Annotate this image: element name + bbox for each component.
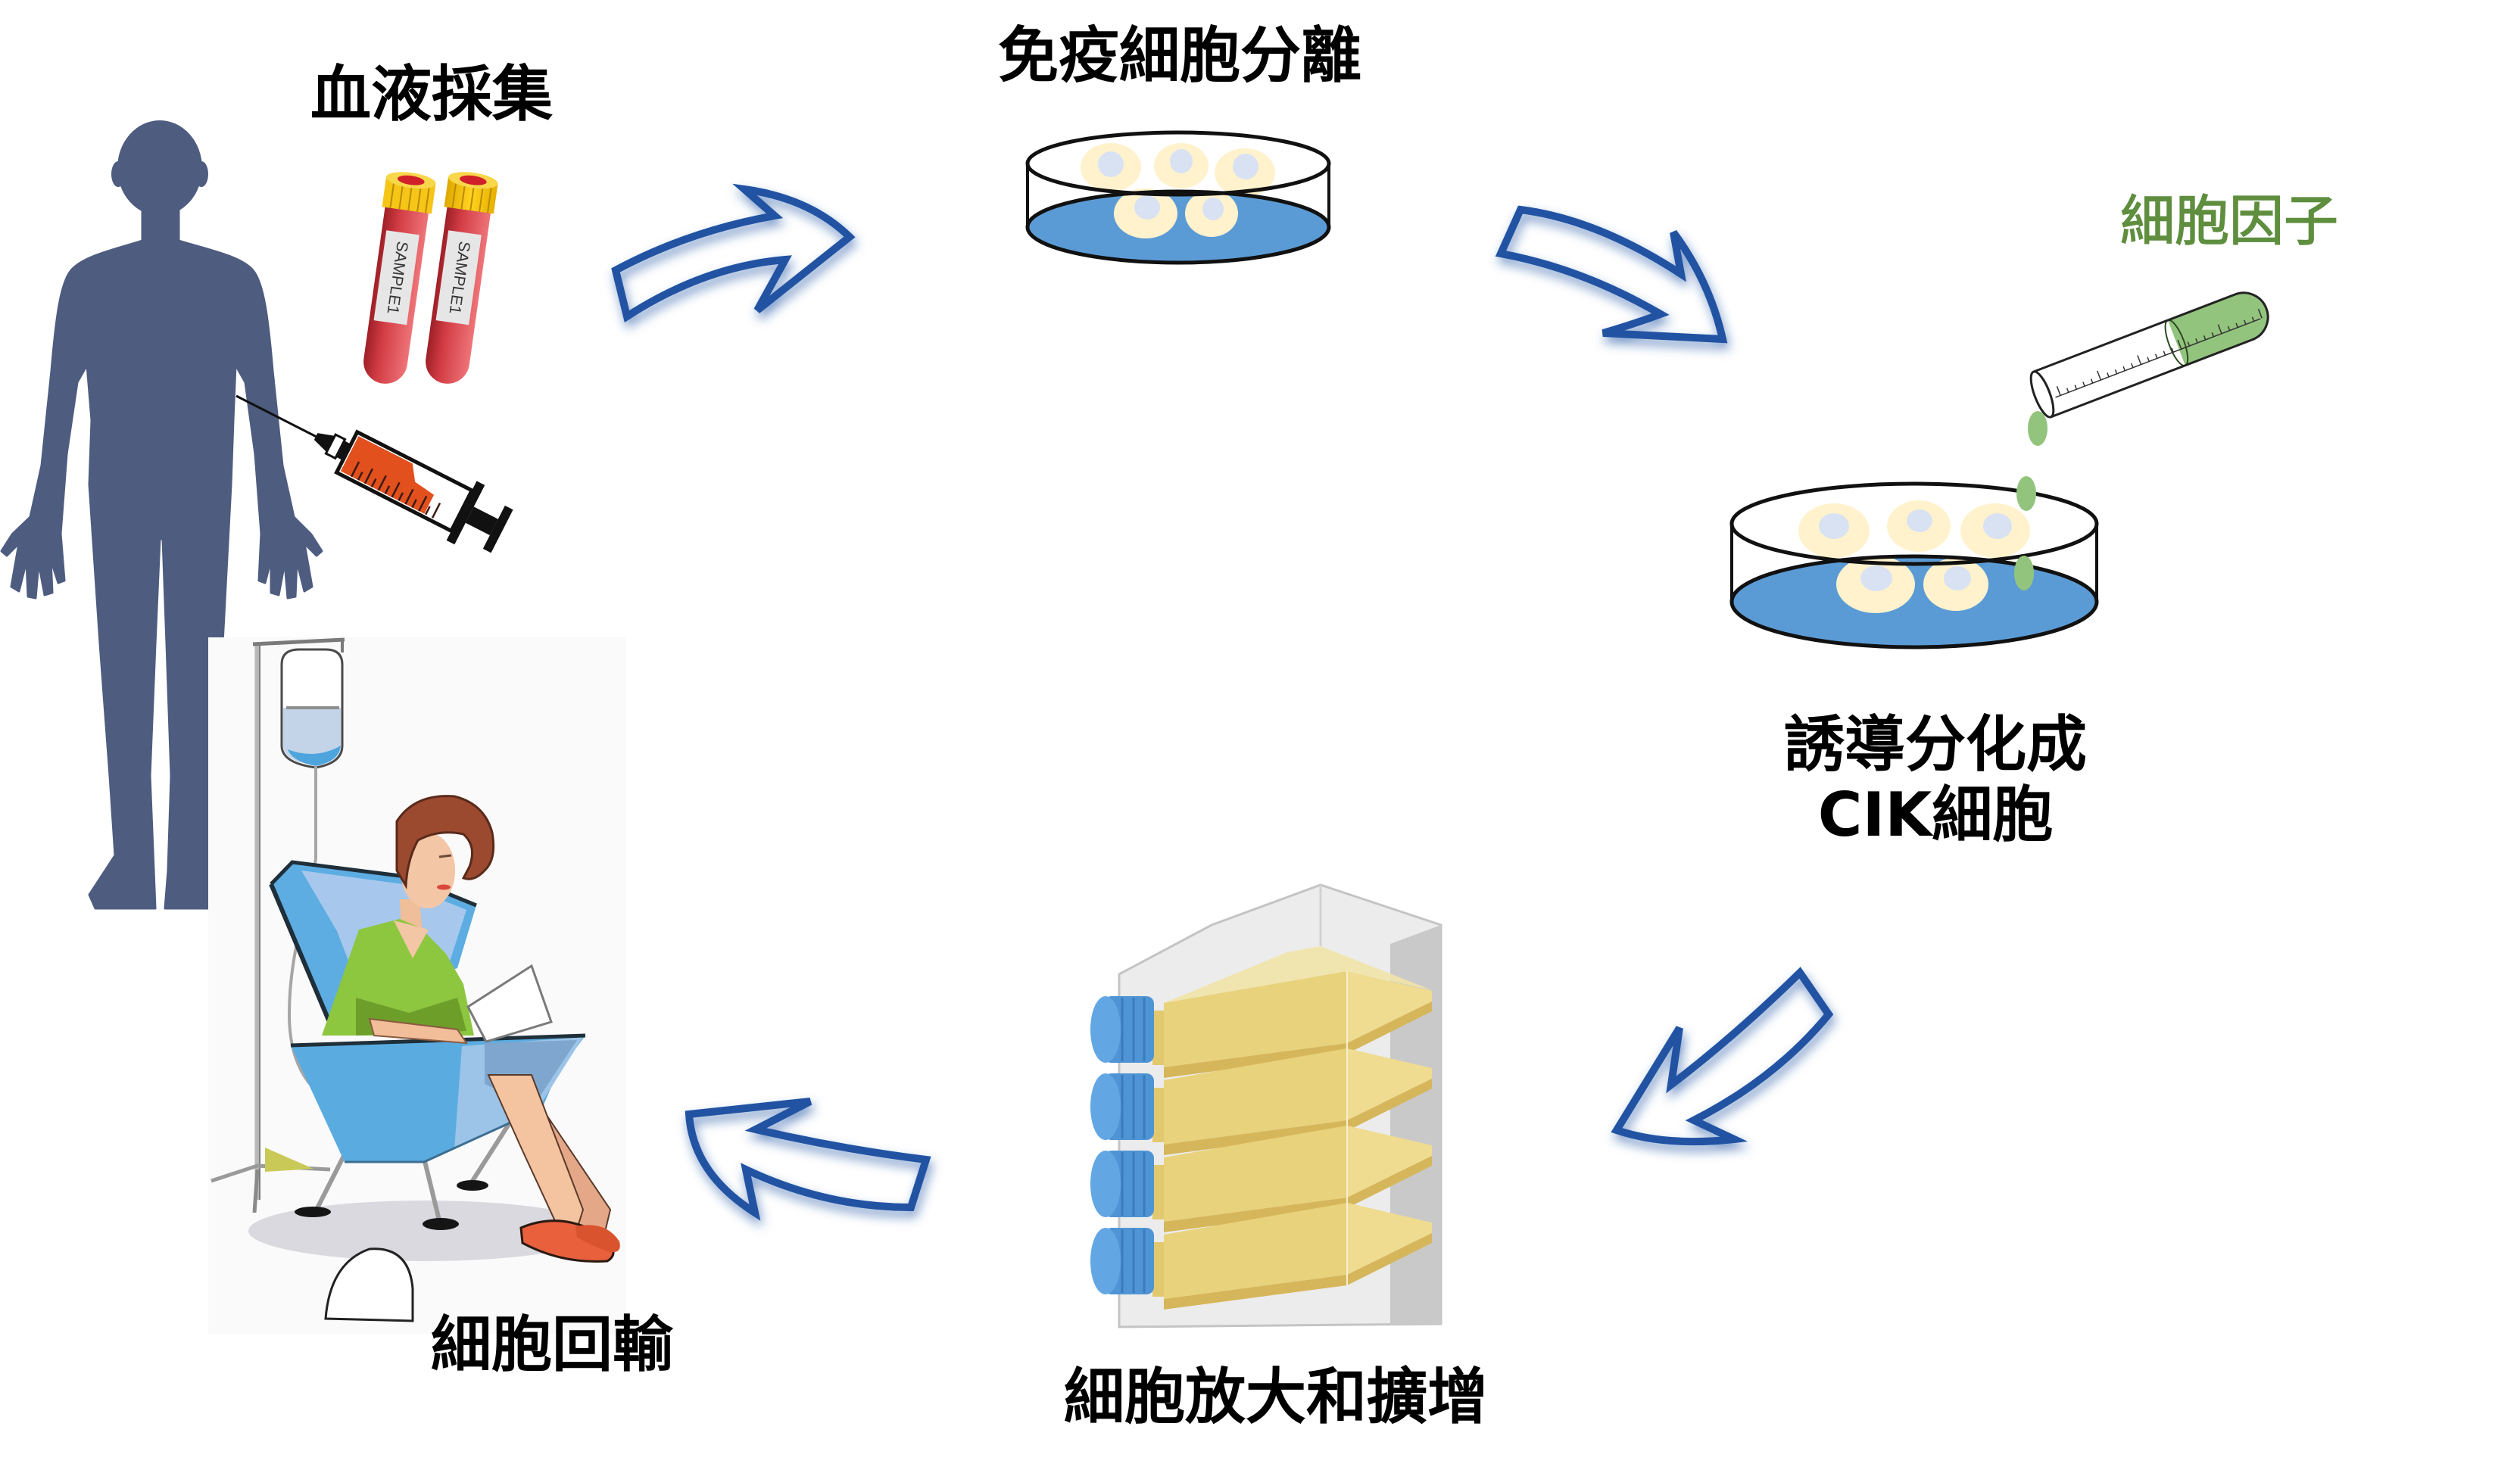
- culture-flask: [1152, 1048, 1432, 1155]
- woman-shoe: [575, 1225, 620, 1253]
- iv-pole-icon: [211, 637, 345, 1213]
- scale-tick: [2171, 347, 2174, 353]
- cell: [1185, 190, 1238, 237]
- scale-tick: [2244, 319, 2247, 325]
- scale-tick: [2147, 357, 2150, 362]
- scale-tick: [2090, 378, 2094, 384]
- step-label-cell-reinfusion: 細胞回輸: [431, 1310, 673, 1380]
- scale-tick: [351, 461, 360, 478]
- reading-paper: [466, 964, 553, 1043]
- scale-tick: [2251, 316, 2255, 322]
- scale-tick: [2154, 354, 2158, 359]
- cell: [1923, 558, 1988, 611]
- scale-tick: [384, 485, 391, 494]
- scale-tick: [2257, 308, 2263, 319]
- cell: [1081, 143, 1141, 192]
- scale-tick: [411, 499, 417, 509]
- culture-flask: [1152, 1126, 1432, 1232]
- tube-label-band: [373, 230, 419, 325]
- step-label-immune-cell-isolation: 免疫細胞分離: [998, 20, 1361, 91]
- pouf: [324, 1247, 414, 1322]
- chair-legs: [314, 1123, 511, 1221]
- cytokine-drop-icon: [2014, 411, 2048, 590]
- scale-tick: [370, 478, 377, 487]
- culture-flask-stack-icon: [1090, 883, 1442, 1328]
- tube-scale: [2055, 308, 2263, 398]
- tube-label-band: [435, 230, 482, 325]
- woman-forearm: [368, 1017, 468, 1045]
- cell: [1887, 500, 1951, 552]
- cell: [1215, 148, 1275, 197]
- flask-cap: [1090, 1073, 1154, 1140]
- cell: [1960, 503, 2030, 558]
- flow-arrow-3: [1611, 967, 1834, 1146]
- flask-cap: [1090, 996, 1154, 1063]
- scale-tick: [2114, 369, 2118, 375]
- scale-tick: [363, 468, 374, 484]
- scale-tick: [2163, 350, 2166, 356]
- culture-medium: [1732, 556, 2097, 647]
- cell: [1798, 503, 1870, 558]
- scale-tick: [377, 475, 387, 491]
- floor-shadow: [248, 1201, 603, 1261]
- flask-cap: [1090, 1151, 1154, 1217]
- scale-tick: [431, 503, 441, 519]
- step-label-cell-expansion: 細胞放大和擴增: [1064, 1362, 1488, 1432]
- test-tube-icon: [2029, 291, 2269, 419]
- scale-tick: [2056, 386, 2061, 396]
- flow-arrow-2: [1495, 205, 1728, 344]
- scale-tick: [2177, 339, 2182, 350]
- culture-flask: [1152, 971, 1432, 1078]
- woman-figure: [322, 795, 495, 1036]
- scale-tick: [404, 488, 414, 505]
- step-label-cik-differentiation-line1: 誘導分化成: [1784, 709, 2087, 780]
- flask-cap: [1090, 1228, 1154, 1294]
- scale-tick: [2107, 372, 2110, 378]
- petri-dish-icon: [1025, 130, 1331, 265]
- scale-tick: [398, 492, 404, 502]
- step-label-cik-differentiation-line2: CIK細胞: [1817, 780, 2054, 850]
- cell: [1836, 556, 1915, 613]
- culture-medium: [1028, 192, 1329, 263]
- scale-tick: [2066, 388, 2069, 393]
- scale-tick: [418, 495, 428, 512]
- petri-dish-icon: [1729, 481, 2099, 649]
- syringe-scale: [351, 461, 441, 519]
- syringe-icon: [235, 394, 513, 553]
- iv-bag-icon: [280, 648, 344, 769]
- blood-sample-tube-icon: SAMPLE1: [426, 172, 498, 384]
- human-silhouette-icon: [0, 120, 323, 910]
- scale-tick: [2122, 366, 2125, 372]
- step-label-blood-collection: 血液採集: [310, 59, 553, 129]
- patient-iv-infusion-icon: [208, 637, 626, 1334]
- culture-flask: [1152, 1203, 1432, 1310]
- cytokine-label: 細胞因子: [2119, 189, 2339, 253]
- scale-tick: [357, 471, 363, 481]
- scale-tick: [2074, 385, 2078, 390]
- cell: [1154, 143, 1209, 188]
- scale-tick: [2082, 382, 2085, 387]
- scale-tick: [2203, 335, 2207, 341]
- scale-tick: [2096, 370, 2102, 381]
- scale-tick: [2235, 322, 2238, 328]
- scale-tick: [2227, 325, 2231, 331]
- scale-tick: [425, 506, 431, 515]
- scale-tick: [2137, 355, 2142, 365]
- scale-tick: [2211, 332, 2215, 338]
- scale-tick: [2187, 341, 2191, 347]
- flow-arrow-4: [685, 1098, 931, 1221]
- cell: [1114, 188, 1177, 238]
- blood-sample-tube-icon: SAMPLE1: [363, 172, 436, 384]
- scale-tick: [2217, 324, 2222, 335]
- scale-tick: [2131, 363, 2134, 368]
- flow-arrow-1: [611, 183, 856, 323]
- scale-tick: [391, 481, 401, 498]
- scale-tick: [2195, 338, 2198, 344]
